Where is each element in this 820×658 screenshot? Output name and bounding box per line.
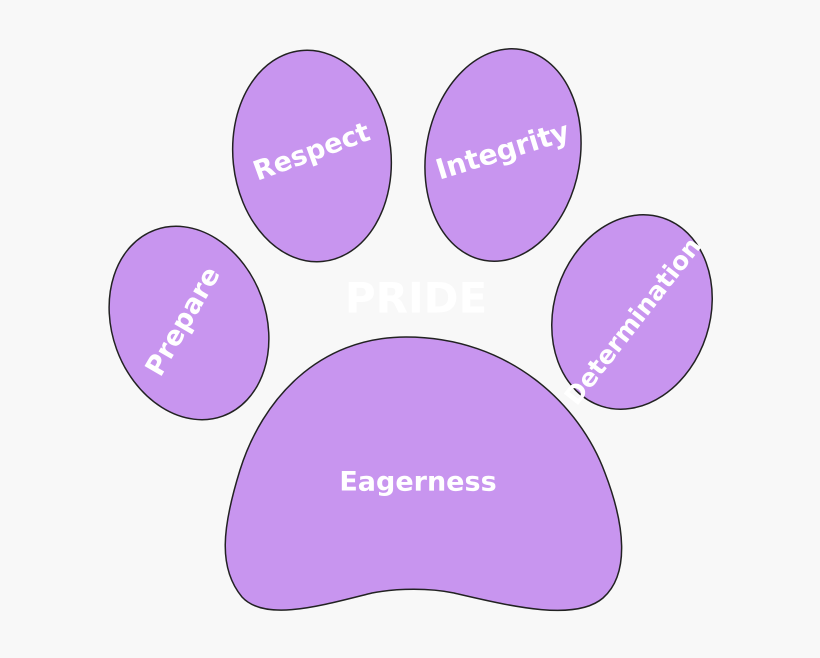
toe-prepare: Prepare [108,225,270,421]
toe-respect-pad [231,49,393,263]
toe-integrity: Integrity [424,48,582,262]
toe-determination-pad [551,214,713,410]
toe-respect: Respect [231,49,393,263]
palm-pad: Eagerness [224,336,623,612]
toe-determination: Determination [551,214,713,410]
toe-integrity-pad [424,48,582,262]
palm-pad-shape [224,336,623,612]
palm-label: Eagerness [339,467,496,498]
center-title: PRIDE [345,274,487,323]
toe-prepare-pad [108,225,270,421]
